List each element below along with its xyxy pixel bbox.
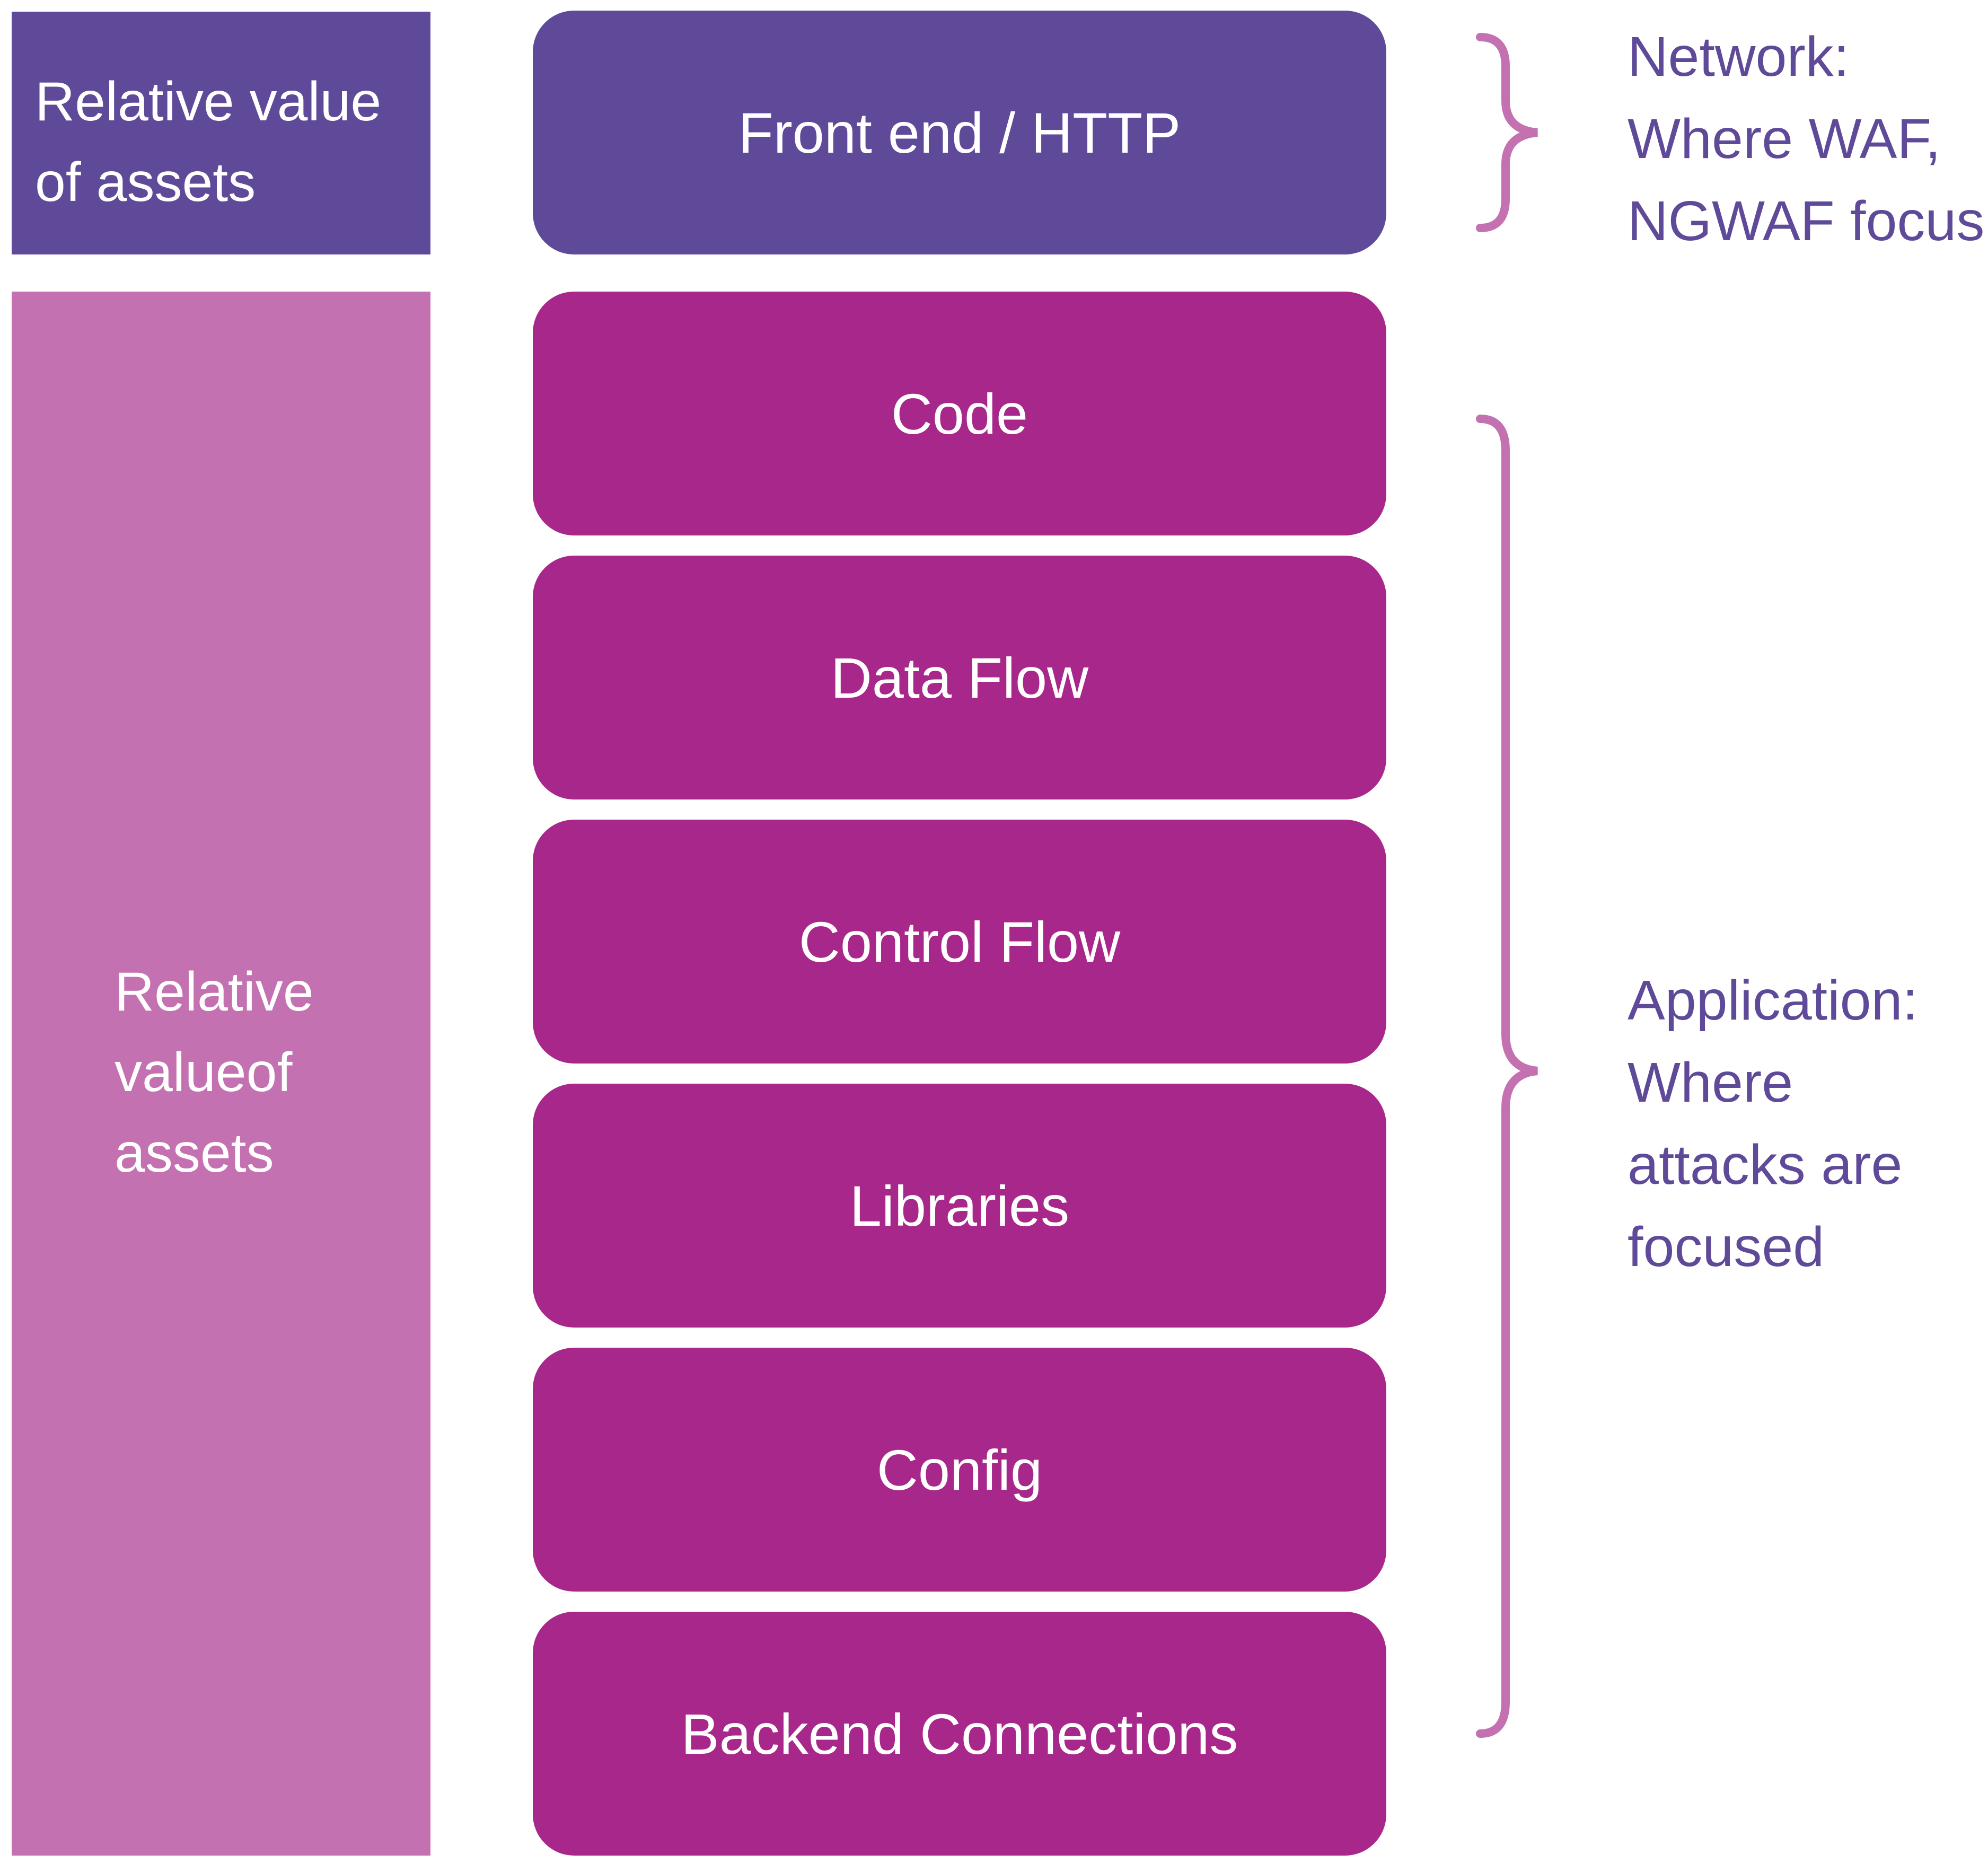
panel-bottom-line-2: valueof <box>115 1042 293 1103</box>
layer-code: Code <box>533 292 1386 535</box>
network-brace-icon <box>1476 33 1538 232</box>
relative-value-panel-top: Relative value of assets <box>12 12 430 254</box>
layer-control-flow: Control Flow <box>533 820 1386 1064</box>
layer-backend-connections: Backend Connections <box>533 1612 1386 1856</box>
panel-top-line-2: of assets <box>35 152 256 213</box>
layer-data-flow: Data Flow <box>533 556 1386 799</box>
panel-top-line-1: Relative value <box>35 71 382 133</box>
layer-libraries: Libraries <box>533 1084 1386 1328</box>
network-annotation-line-1: Network: <box>1628 25 1850 88</box>
network-annotation-line-2: Where WAF, <box>1628 108 1941 170</box>
application-annotation-line-3: attacks are <box>1628 1133 1903 1196</box>
application-annotation-line-4: focused <box>1628 1216 1825 1278</box>
application-annotation-line-1: Application: <box>1628 969 1919 1032</box>
application-annotation: Application: Where attacks are focused <box>1628 960 1918 1288</box>
layer-front-end-http: Front end / HTTP <box>533 11 1386 254</box>
network-annotation: Network: Where WAF, NGWAF focus <box>1628 16 1984 262</box>
layer-config: Config <box>533 1348 1386 1592</box>
relative-value-panel-bottom: Relative valueof assets <box>12 292 430 1856</box>
panel-bottom-line-3: assets <box>115 1122 274 1184</box>
application-brace-icon <box>1476 415 1538 1738</box>
network-annotation-line-3: NGWAF focus <box>1628 190 1985 252</box>
application-annotation-line-2: Where <box>1628 1051 1793 1114</box>
panel-bottom-line-1: Relative <box>115 961 314 1023</box>
